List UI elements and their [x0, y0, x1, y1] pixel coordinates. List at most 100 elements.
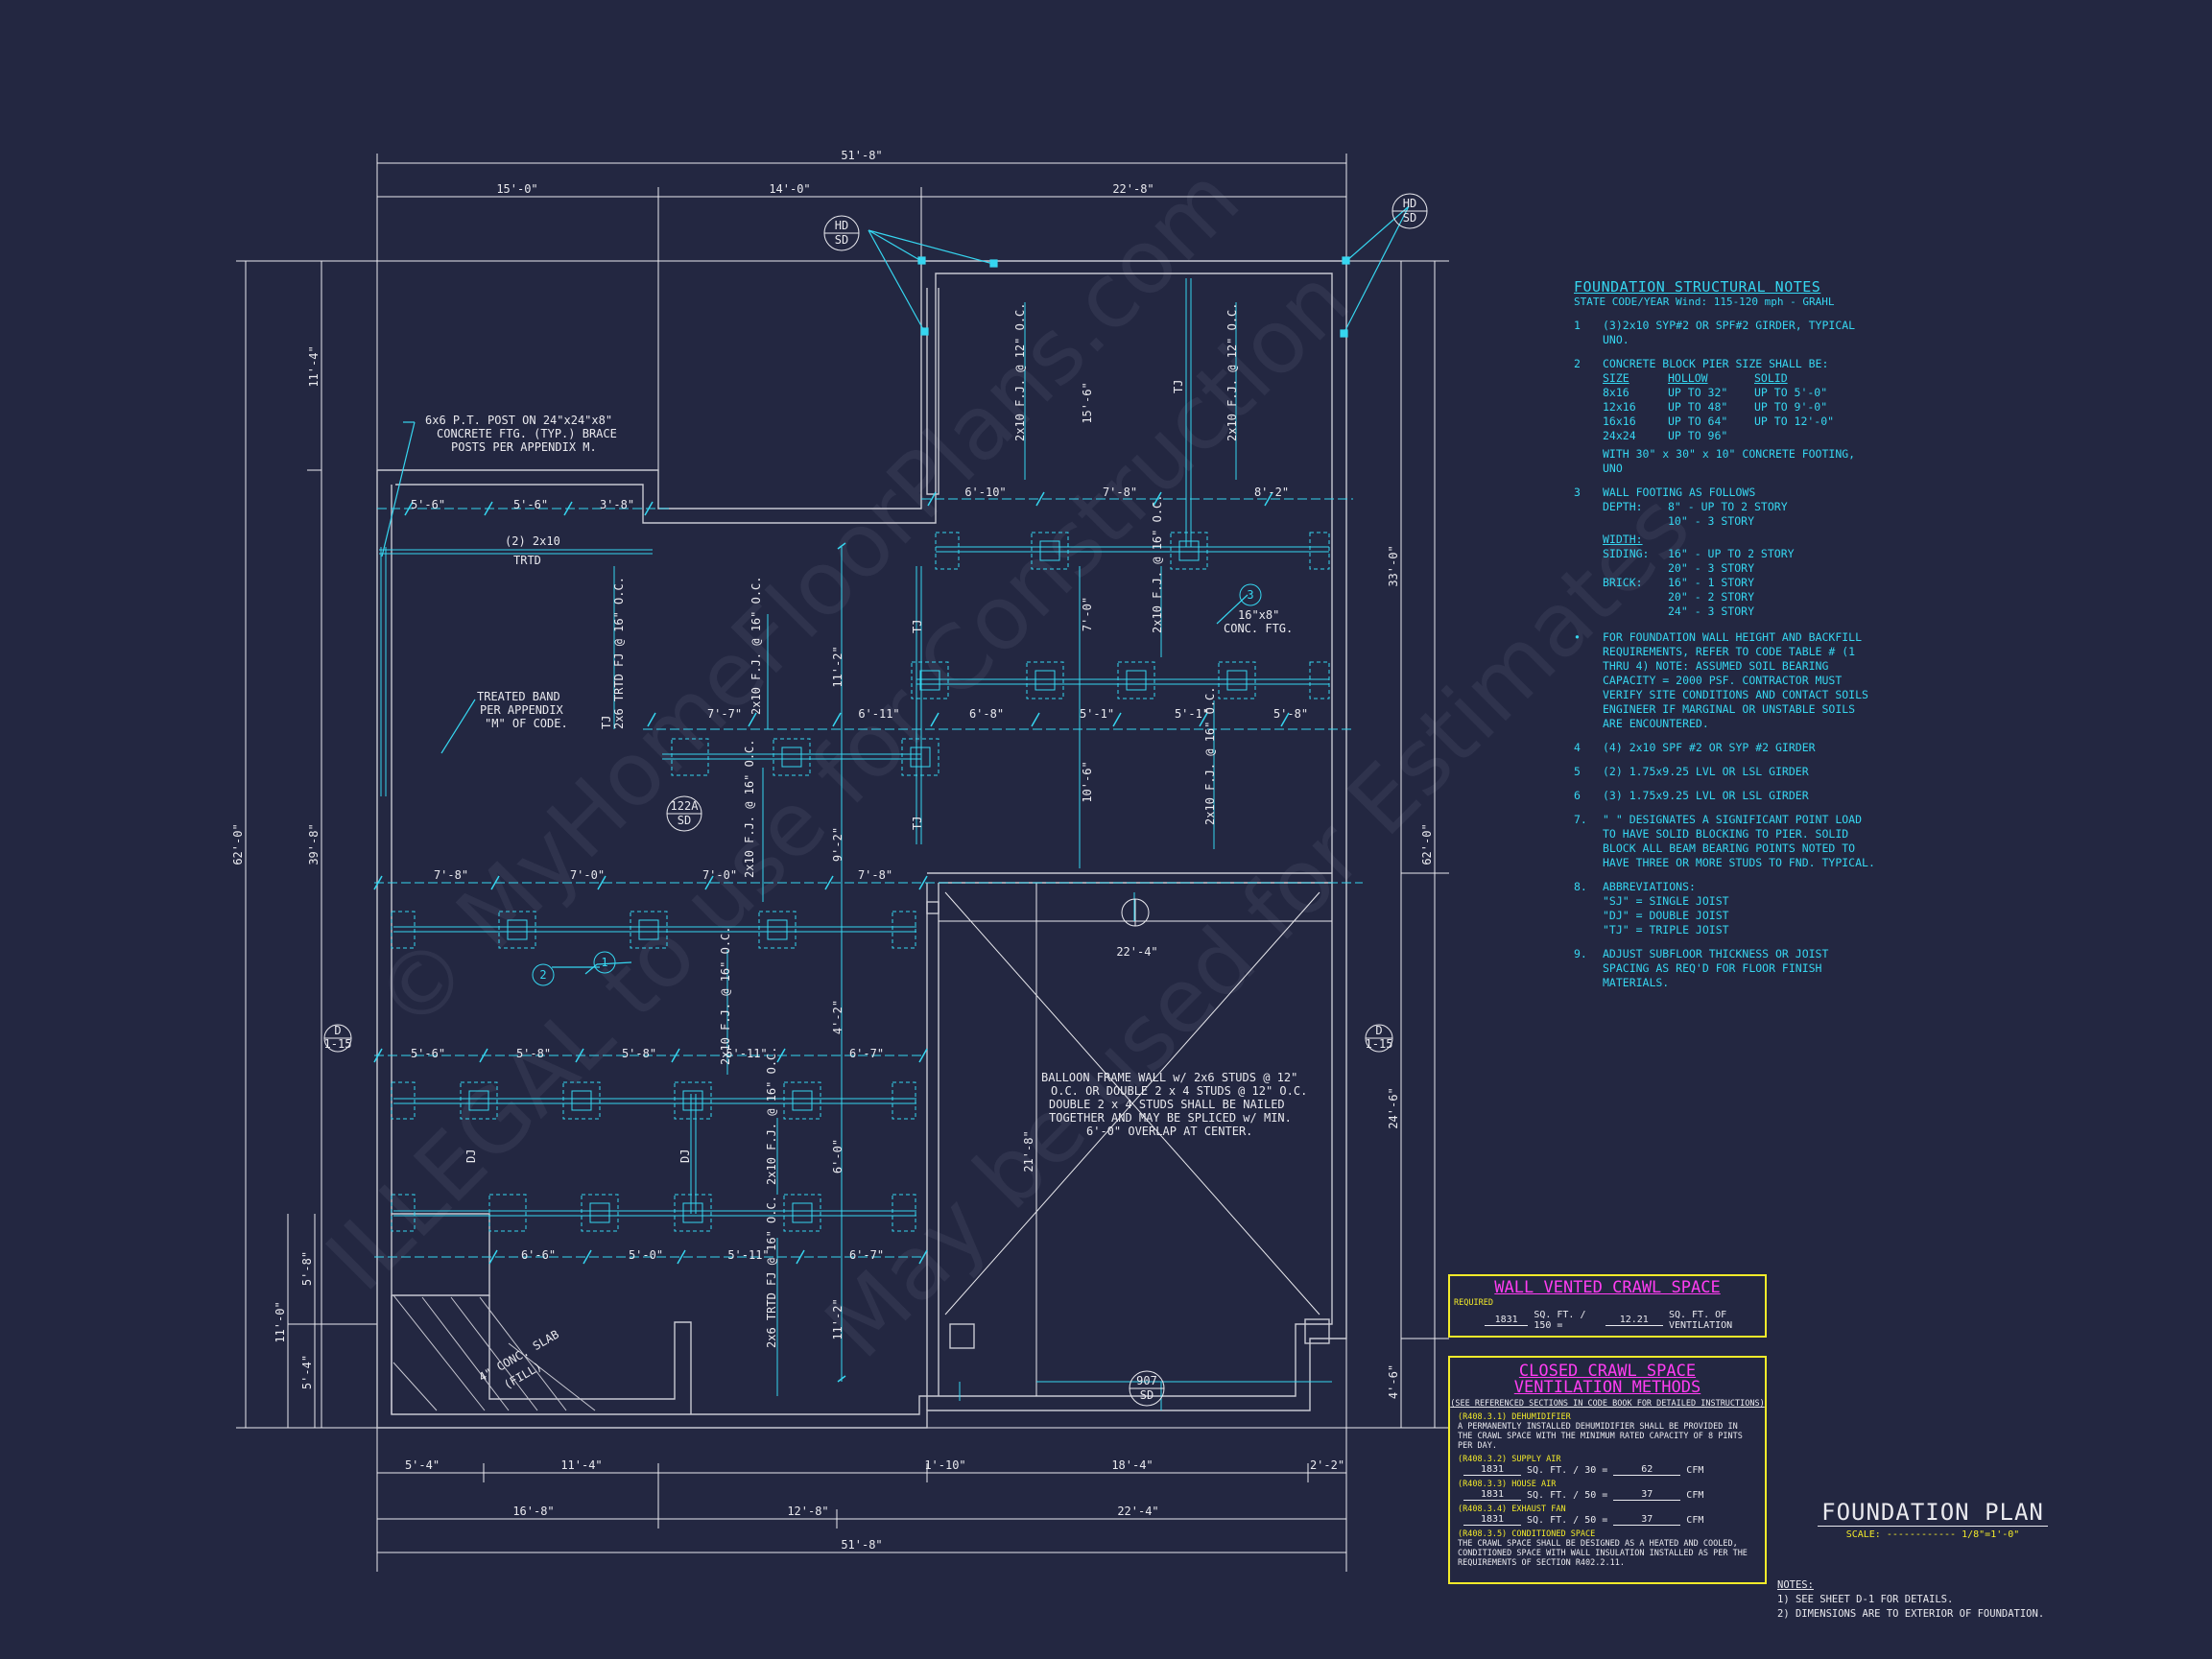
footing-value: 24" - 3 STORY: [1668, 604, 1755, 618]
dim-mid-2: 6'-11": [858, 707, 899, 721]
interior-dimensions: 5'-6" 5'-6" 3'-8" 6'-10" 7'-8" 8'-2" 7'-…: [411, 382, 1308, 1339]
dim-bottom-total: 51'-8": [841, 1538, 882, 1552]
joist-label: 2x10 F.J. @ 16" O.C.: [1151, 495, 1164, 634]
supply-air-row: 1831 SQ. FT. / 30 = 62 CFM: [1458, 1464, 1757, 1476]
pier-cell: UP TO 9'-0": [1754, 400, 1828, 414]
exhaust-fan-label: (R408.3.4) EXHAUST FAN: [1458, 1505, 1566, 1514]
dim-left2-3: 7'-0": [702, 868, 737, 882]
pier-cell: UP TO 96": [1668, 429, 1728, 442]
note-text: CONCRETE BLOCK PIER SIZE SHALL BE:: [1603, 357, 1829, 370]
note-number: 1: [1574, 319, 1581, 332]
band-callout: PER APPENDIX: [480, 703, 563, 717]
abbreviation: "DJ" = DOUBLE JOIST: [1603, 909, 1729, 922]
joist-label: 2x10 F.J. @ 16" O.C.: [765, 1047, 778, 1186]
joist-label: 2x10 F.J. @ 12" O.C.: [1225, 303, 1239, 442]
pier: [391, 1081, 416, 1120]
dim-left4-4: 6'-7": [849, 1248, 884, 1262]
dj-label: DJ: [678, 1149, 692, 1163]
dim-left-bottom-total: 11'-0": [274, 1301, 287, 1342]
conditioned-space-label: (R408.3.5) CONDITIONED SPACE: [1458, 1529, 1596, 1539]
dim-bot-mid-3: 22'-4": [1117, 1505, 1158, 1518]
balloon-callout: BALLOON FRAME WALL w/ 2x6 STUDS @ 12": [1041, 1071, 1297, 1084]
pier: [391, 1194, 416, 1232]
dim-bot-inner-3: 1'-10": [924, 1458, 965, 1472]
note-text: FOR FOUNDATION WALL HEIGHT AND BACKFILL …: [1603, 630, 1868, 730]
note-text: (2) 1.75x9.25 LVL OR LSL GIRDER: [1603, 765, 1809, 778]
dim-left-bottom-1: 5'-8": [300, 1251, 314, 1286]
pier-cell: 16x16: [1603, 415, 1636, 428]
tj-label: TJ: [911, 817, 924, 830]
sd-label: SD: [678, 814, 691, 827]
pier: [488, 1194, 527, 1232]
joist-label: 2x10 F.J. @ 16" O.C.: [749, 577, 763, 716]
note-text: ADJUST SUBFLOOR THICKNESS OR JOIST SPACI…: [1603, 947, 1829, 989]
exhaust-area: 1831: [1463, 1514, 1521, 1526]
dim-right1-1: 6'-10": [964, 486, 1006, 499]
dim-bot-inner-4: 18'-4": [1111, 1458, 1153, 1472]
overall-dimensions: 51'-8" 15'-0" 14'-0" 22'-8" 5'-4" 11'-4"…: [231, 149, 1434, 1552]
joist-label: 2x10 F.J. @ 12" O.C.: [1013, 303, 1027, 442]
vented-result: 12.21: [1605, 1315, 1663, 1326]
general-note-1: 1) SEE SHEET D-1 FOR DETAILS.: [1777, 1594, 1954, 1605]
dim-top-seg-1: 15'-0": [496, 182, 537, 196]
pier: [1309, 532, 1330, 570]
dim-left-top: 11'-4": [307, 345, 321, 387]
footing-label: DEPTH:: [1603, 500, 1643, 513]
note-text: " " DESIGNATES A SIGNIFICANT POINT LOAD …: [1603, 813, 1875, 869]
dim-bot-inner-1: 5'-4": [405, 1458, 440, 1472]
abbreviation: "SJ" = SINGLE JOIST: [1603, 894, 1729, 908]
pier: [892, 911, 916, 949]
dim-left2-1: 7'-8": [434, 868, 468, 882]
cfm-unit: CFM: [1686, 1489, 1704, 1501]
dim-v-4: 6'-0": [831, 1139, 844, 1173]
sd-label: SD: [1403, 211, 1416, 225]
pier-cell: 8x16: [1603, 386, 1629, 399]
joist-label-trtd: 2x6 TRTD FJ @ 16" O.C.: [612, 577, 626, 729]
dim-left4-3: 5'-11": [727, 1248, 769, 1262]
pier: [671, 738, 709, 776]
section-sheet-label: 1-15: [324, 1037, 352, 1051]
pier: [935, 532, 960, 570]
joist-arrows: [613, 302, 1237, 1396]
dim-mid-4: 5'-1": [1080, 707, 1114, 721]
house-air-label: (R408.3.3) HOUSE AIR: [1458, 1480, 1557, 1489]
notes-title: FOUNDATION STRUCTURAL NOTES: [1574, 278, 1821, 296]
cfm-unit: CFM: [1686, 1514, 1704, 1526]
joist-label: 2x6 TRTD FJ @ 16" O.C.: [765, 1196, 778, 1348]
dim-left2-2: 7'-0": [570, 868, 605, 882]
pier: [1218, 661, 1256, 699]
sd-label: SD: [1140, 1388, 1154, 1402]
dim-right-bottom: 4'-6": [1387, 1364, 1400, 1399]
pier: [1309, 661, 1330, 699]
pier-col-header: HOLLOW: [1668, 371, 1708, 385]
note-number: 3: [1574, 486, 1581, 499]
girder-lines: [374, 278, 1363, 1410]
pier-cell: 12x16: [1603, 400, 1636, 414]
note-tag-2-label: 2: [539, 968, 546, 982]
section-d-label: D: [1375, 1024, 1382, 1037]
footing-label: WIDTH:: [1603, 533, 1643, 546]
dim-v-8: 15'-6": [1081, 382, 1094, 423]
note-1: 1(3)2x10 SYP#2 OR SPF#2 GIRDER, TYPICAL …: [1574, 319, 1881, 347]
joist-label: 2x10 F.J. @ 16" O.C.: [1203, 687, 1217, 826]
detail-ref-122a: 122A: [671, 799, 700, 813]
footing-value: 16" - UP TO 2 STORY: [1668, 547, 1795, 560]
pier: [460, 1081, 498, 1120]
note-tag-3-label: 3: [1247, 588, 1253, 602]
section-sheet-label: 1-15: [1366, 1037, 1393, 1051]
pier: [674, 1081, 712, 1120]
dim-row1-2: 5'-6": [513, 498, 548, 511]
dim-v-6: 7'-0": [1081, 597, 1094, 631]
hd-label: HD: [835, 219, 848, 232]
vented-calc-row: 1831 SQ. FT. / 150 = 12.21 SQ. FT. OF VE…: [1479, 1310, 1765, 1331]
dim-mid-3: 6'-8": [969, 707, 1004, 721]
pier: [911, 661, 949, 699]
closed-reference: (SEE REFERENCED SECTIONS IN CODE BOOK FO…: [1450, 1399, 1765, 1409]
note-wall: •FOR FOUNDATION WALL HEIGHT AND BACKFILL…: [1574, 630, 1881, 731]
balloon-callout: TOGETHER AND MAY BE SPLICED w/ MIN.: [1049, 1111, 1292, 1125]
vented-area-unit: SQ. FT. / 150 =: [1534, 1310, 1586, 1331]
pier: [581, 1194, 619, 1232]
note-number: 7.: [1574, 813, 1587, 826]
vented-required-label: REQUIRED: [1454, 1298, 1493, 1308]
